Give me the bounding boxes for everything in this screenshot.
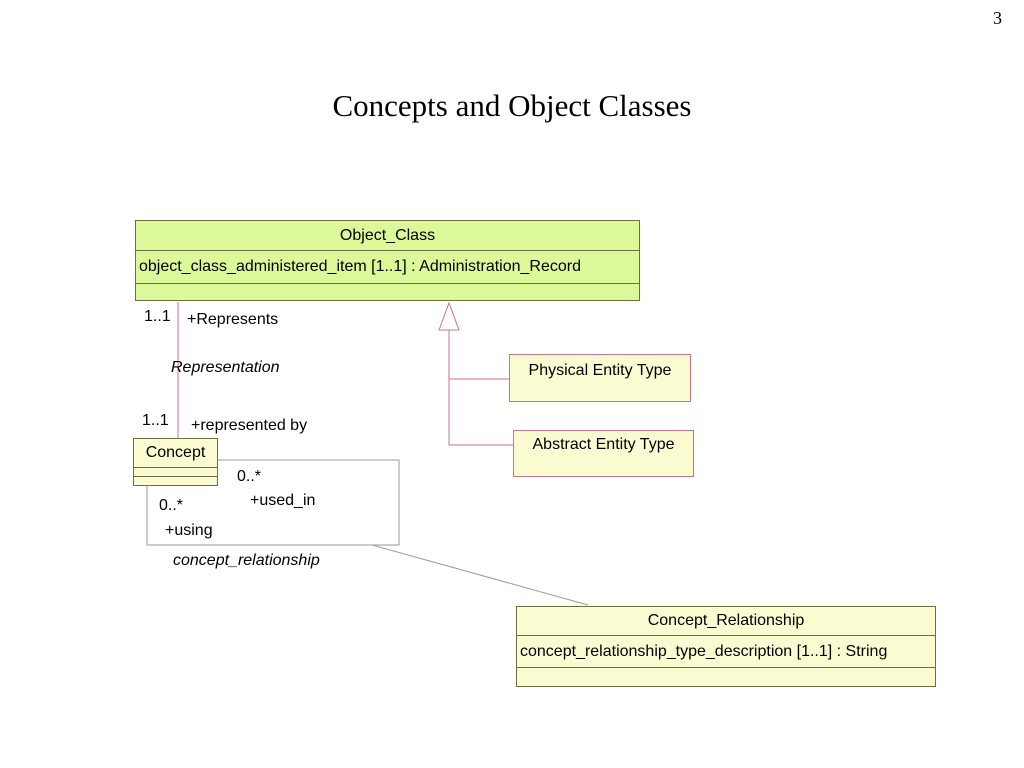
representation-association-name: Representation [171, 359, 280, 376]
association-class-link [371, 544, 589, 606]
concept-relationship-attribute: concept_relationship_type_description [1… [517, 636, 935, 668]
concept-relationship-association-name: concept_relationship [173, 552, 320, 569]
slide-title: Concepts and Object Classes [332, 88, 692, 123]
page-number: 3 [993, 8, 1002, 28]
object-class-name: Object_Class [136, 221, 639, 251]
concept-attributes [134, 468, 217, 477]
represented-by-multiplicity: 1..1 [142, 412, 169, 429]
concept-relationship-operations [517, 668, 935, 686]
physical-entity-type-box[interactable]: Physical Entity Type [509, 354, 691, 402]
used-in-multiplicity: 0..* [237, 468, 262, 485]
physical-entity-type-name: Physical Entity Type [528, 362, 672, 379]
concept-name: Concept [134, 439, 217, 468]
concept-operations [134, 477, 217, 485]
object-class-operations [136, 284, 639, 300]
used-in-role: +used_in [250, 492, 316, 509]
concept-relationship-name: Concept_Relationship [517, 607, 935, 636]
using-role: +using [165, 522, 213, 539]
abstract-entity-type-box[interactable]: Abstract Entity Type [513, 430, 694, 477]
using-multiplicity: 0..* [159, 497, 184, 514]
object-class-box[interactable]: Object_Class object_class_administered_i… [135, 220, 640, 301]
abstract-entity-type-name: Abstract Entity Type [532, 436, 675, 453]
concept-box[interactable]: Concept [133, 438, 218, 486]
concept-self-association-line [146, 459, 400, 546]
represents-role: +Represents [187, 311, 279, 328]
concept-relationship-box[interactable]: Concept_Relationship concept_relationshi… [516, 606, 936, 687]
object-class-attribute: object_class_administered_item [1..1] : … [136, 251, 639, 284]
represents-multiplicity: 1..1 [144, 308, 171, 325]
represented-by-role: +represented by [191, 417, 308, 434]
generalization-arrowhead [438, 301, 460, 331]
